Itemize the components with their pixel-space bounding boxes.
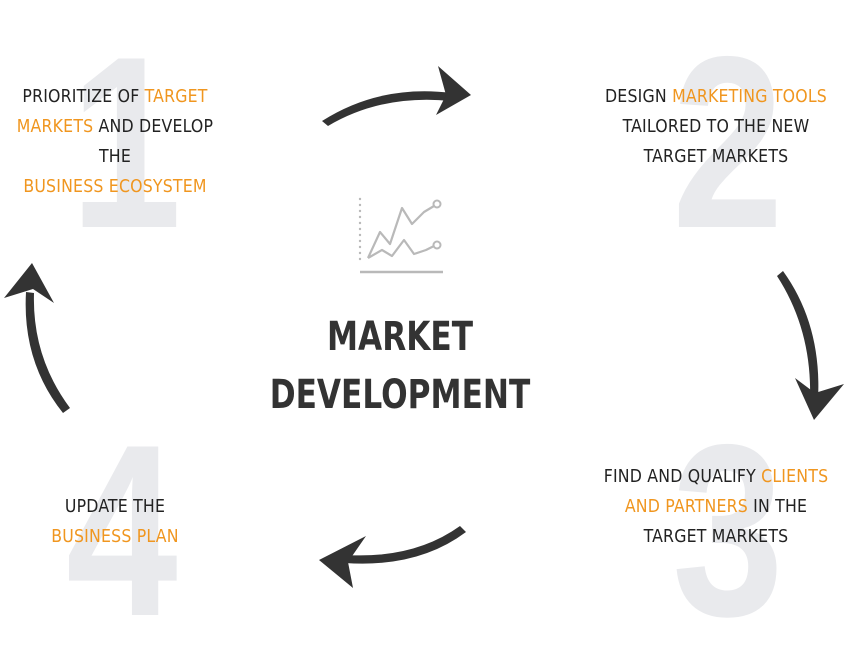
plain-text: AND DEVELOP THE — [93, 117, 214, 167]
plain-text: TARGET MARKETS — [643, 147, 789, 167]
plain-text: TAILORED TO THE NEW — [622, 117, 810, 137]
highlight-text: MARKETING TOOLS — [672, 87, 828, 107]
step-number-3: 3 — [672, 393, 784, 667]
title-line-2: DEVELOPMENT — [269, 372, 531, 418]
line-chart-icon — [358, 197, 443, 274]
step-1-line-3: BUSINESS ECOSYSTEM — [0, 172, 230, 202]
step-1-line-1: PRIORITIZE OF TARGET — [0, 82, 230, 112]
step-3-line-3: TARGET MARKETS — [600, 522, 832, 552]
highlight-text: TARGET — [144, 87, 208, 107]
step-4-text: UPDATE THE BUSINESS PLAN — [0, 492, 230, 552]
plain-text: TARGET MARKETS — [643, 527, 789, 547]
step-2-line-2: TAILORED TO THE NEW — [600, 112, 832, 142]
highlight-text: CLIENTS — [761, 467, 829, 487]
plain-text: UPDATE THE — [64, 497, 166, 517]
step-number-2: 2 — [672, 5, 784, 279]
step-1-line-2: MARKETS AND DEVELOP THE — [0, 112, 230, 172]
arrow-left-icon — [4, 263, 70, 413]
step-number-4: 4 — [66, 393, 178, 667]
step-3-line-1: FIND AND QUALIFY CLIENTS — [600, 462, 832, 492]
step-2-line-3: TARGET MARKETS — [600, 142, 832, 172]
highlight-text: BUSINESS ECOSYSTEM — [23, 177, 207, 197]
step-2-text: DESIGN MARKETING TOOLS TAILORED TO THE NE… — [600, 82, 832, 172]
highlight-text: MARKETS — [16, 117, 94, 137]
diagram-title: MARKET DEVELOPMENT — [244, 308, 556, 424]
arrow-bottom-icon — [319, 526, 466, 588]
step-4-line-2: BUSINESS PLAN — [0, 522, 230, 552]
highlight-text: BUSINESS PLAN — [51, 527, 179, 547]
step-4-line-1: UPDATE THE — [0, 492, 230, 522]
plain-text: PRIORITIZE OF — [22, 87, 145, 107]
step-3-line-2: AND PARTNERS IN THE — [600, 492, 832, 522]
plain-text: FIND AND QUALIFY — [603, 467, 762, 487]
plain-text: DESIGN — [604, 87, 673, 107]
plain-text: IN THE — [747, 497, 808, 517]
arrow-right-icon — [777, 271, 844, 420]
title-line-1: MARKET — [326, 314, 473, 360]
arrow-top-icon — [322, 66, 471, 126]
step-2-line-1: DESIGN MARKETING TOOLS — [600, 82, 832, 112]
step-number-1: 1 — [70, 5, 182, 279]
highlight-text: AND PARTNERS — [624, 497, 748, 517]
